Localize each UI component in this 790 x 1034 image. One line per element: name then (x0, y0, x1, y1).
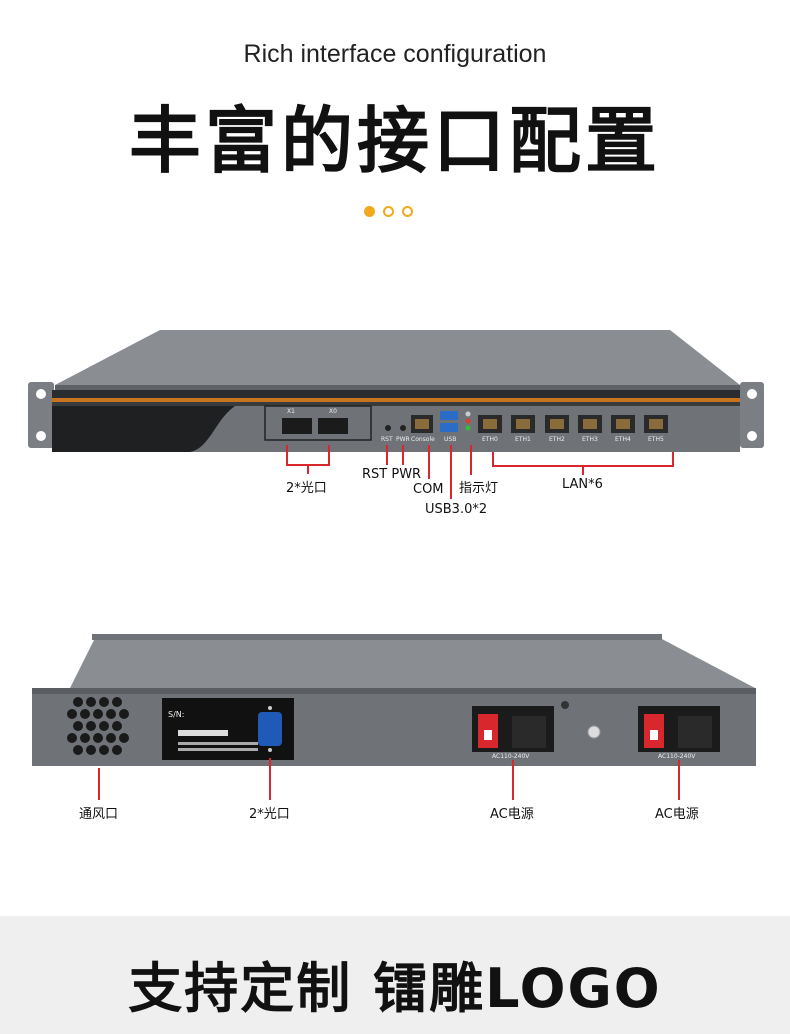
footer-text: 支持定制 镭雕LOGO (128, 957, 662, 1020)
lan-port-label-eth5: ETH5 (648, 436, 664, 443)
usb-callout-label: USB3.0*2 (425, 502, 488, 517)
rst-pwr-callout-label: RST PWR (362, 467, 422, 482)
page-subtitle: Rich interface configuration (243, 40, 547, 68)
serial-number-label: S/N: (168, 710, 185, 719)
carousel-indicator (364, 206, 413, 217)
lan-callout-label: LAN*6 (562, 477, 603, 492)
psu2-callout-label: AC电源 (655, 807, 699, 822)
lan-port-label-eth1: ETH1 (515, 436, 531, 443)
vent-callout-label: 通风口 (79, 807, 119, 822)
psu1-rating-label: AC110-240V (492, 753, 530, 760)
psu1-callout-label: AC电源 (490, 807, 534, 822)
sfp-port-label-x0: X0 (329, 408, 337, 415)
indicator-callout-label: 指示灯 (459, 481, 499, 496)
front-panel-image (28, 330, 764, 452)
carousel-dot-3[interactable] (402, 206, 413, 217)
vent-grid (67, 697, 129, 755)
carousel-dot-2[interactable] (383, 206, 394, 217)
page-title: 丰富的接口配置 (128, 99, 661, 183)
pwr-port-label: PWR (396, 436, 410, 443)
lan-port-label-eth0: ETH0 (482, 436, 498, 443)
rear-panel-image (32, 634, 756, 766)
console-port-label: Console (411, 436, 435, 443)
sfp-port-label-x1: X1 (287, 408, 295, 415)
carousel-dot-1[interactable] (364, 206, 375, 217)
rear-port-callout-label: 2*光口 (249, 807, 290, 822)
lan-port-label-eth3: ETH3 (582, 436, 598, 443)
lan-port-label-eth2: ETH2 (549, 436, 565, 443)
sfp-callout-label: 2*光口 (286, 481, 327, 496)
psu2-rating-label: AC110-240V (658, 753, 696, 760)
com-callout-label: COM (413, 482, 444, 497)
rst-port-label: RST (381, 436, 393, 443)
usb-port-label: USB (444, 436, 457, 443)
lan-port-label-eth4: ETH4 (615, 436, 631, 443)
footer-band (0, 916, 790, 1034)
